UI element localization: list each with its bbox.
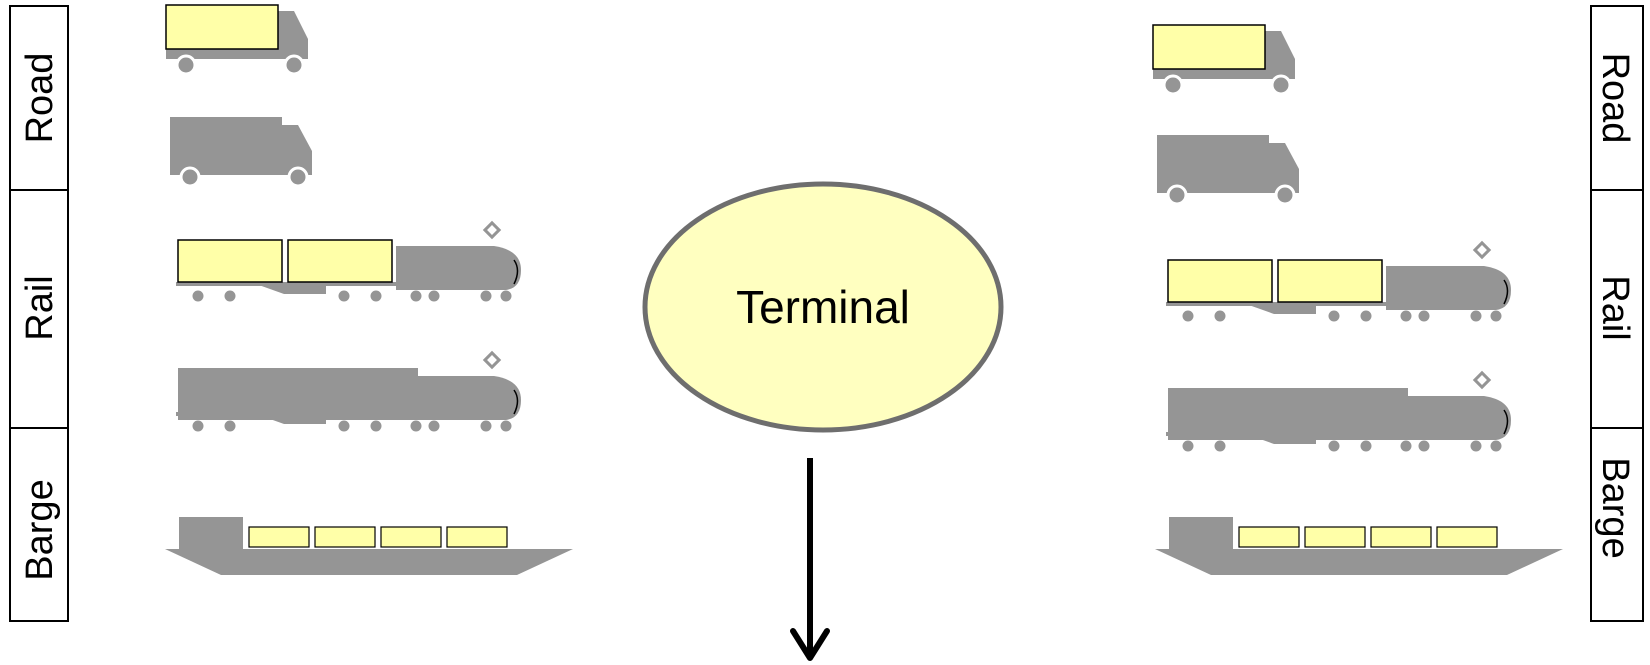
right-truck-empty-icon [1155,133,1301,206]
terminal-node: Terminal [642,181,1004,433]
left-mode-labels: Road Rail Barge [9,5,69,622]
right-label-rail: Rail [1594,275,1636,340]
left-train-empty-icon [176,353,521,433]
right-truck-loaded-icon [1151,23,1297,96]
left-label-road: Road [19,53,61,144]
right-label-barge: Barge [1594,457,1636,558]
left-train-loaded-icon [176,223,521,303]
left-label-barge: Barge [19,479,61,580]
down-arrow-icon [790,458,830,661]
left-label-rail: Rail [19,275,61,340]
right-mode-labels: Road Rail Barge [1590,5,1644,622]
right-train-empty-icon [1166,373,1511,453]
left-truck-empty-icon [168,115,314,188]
left-truck-loaded-icon [164,3,310,76]
right-barge-loaded-icon [1154,516,1564,576]
left-barge-loaded-icon [164,516,574,576]
right-train-loaded-icon [1166,243,1511,323]
terminal-label: Terminal [736,281,910,333]
right-label-road: Road [1594,53,1636,144]
